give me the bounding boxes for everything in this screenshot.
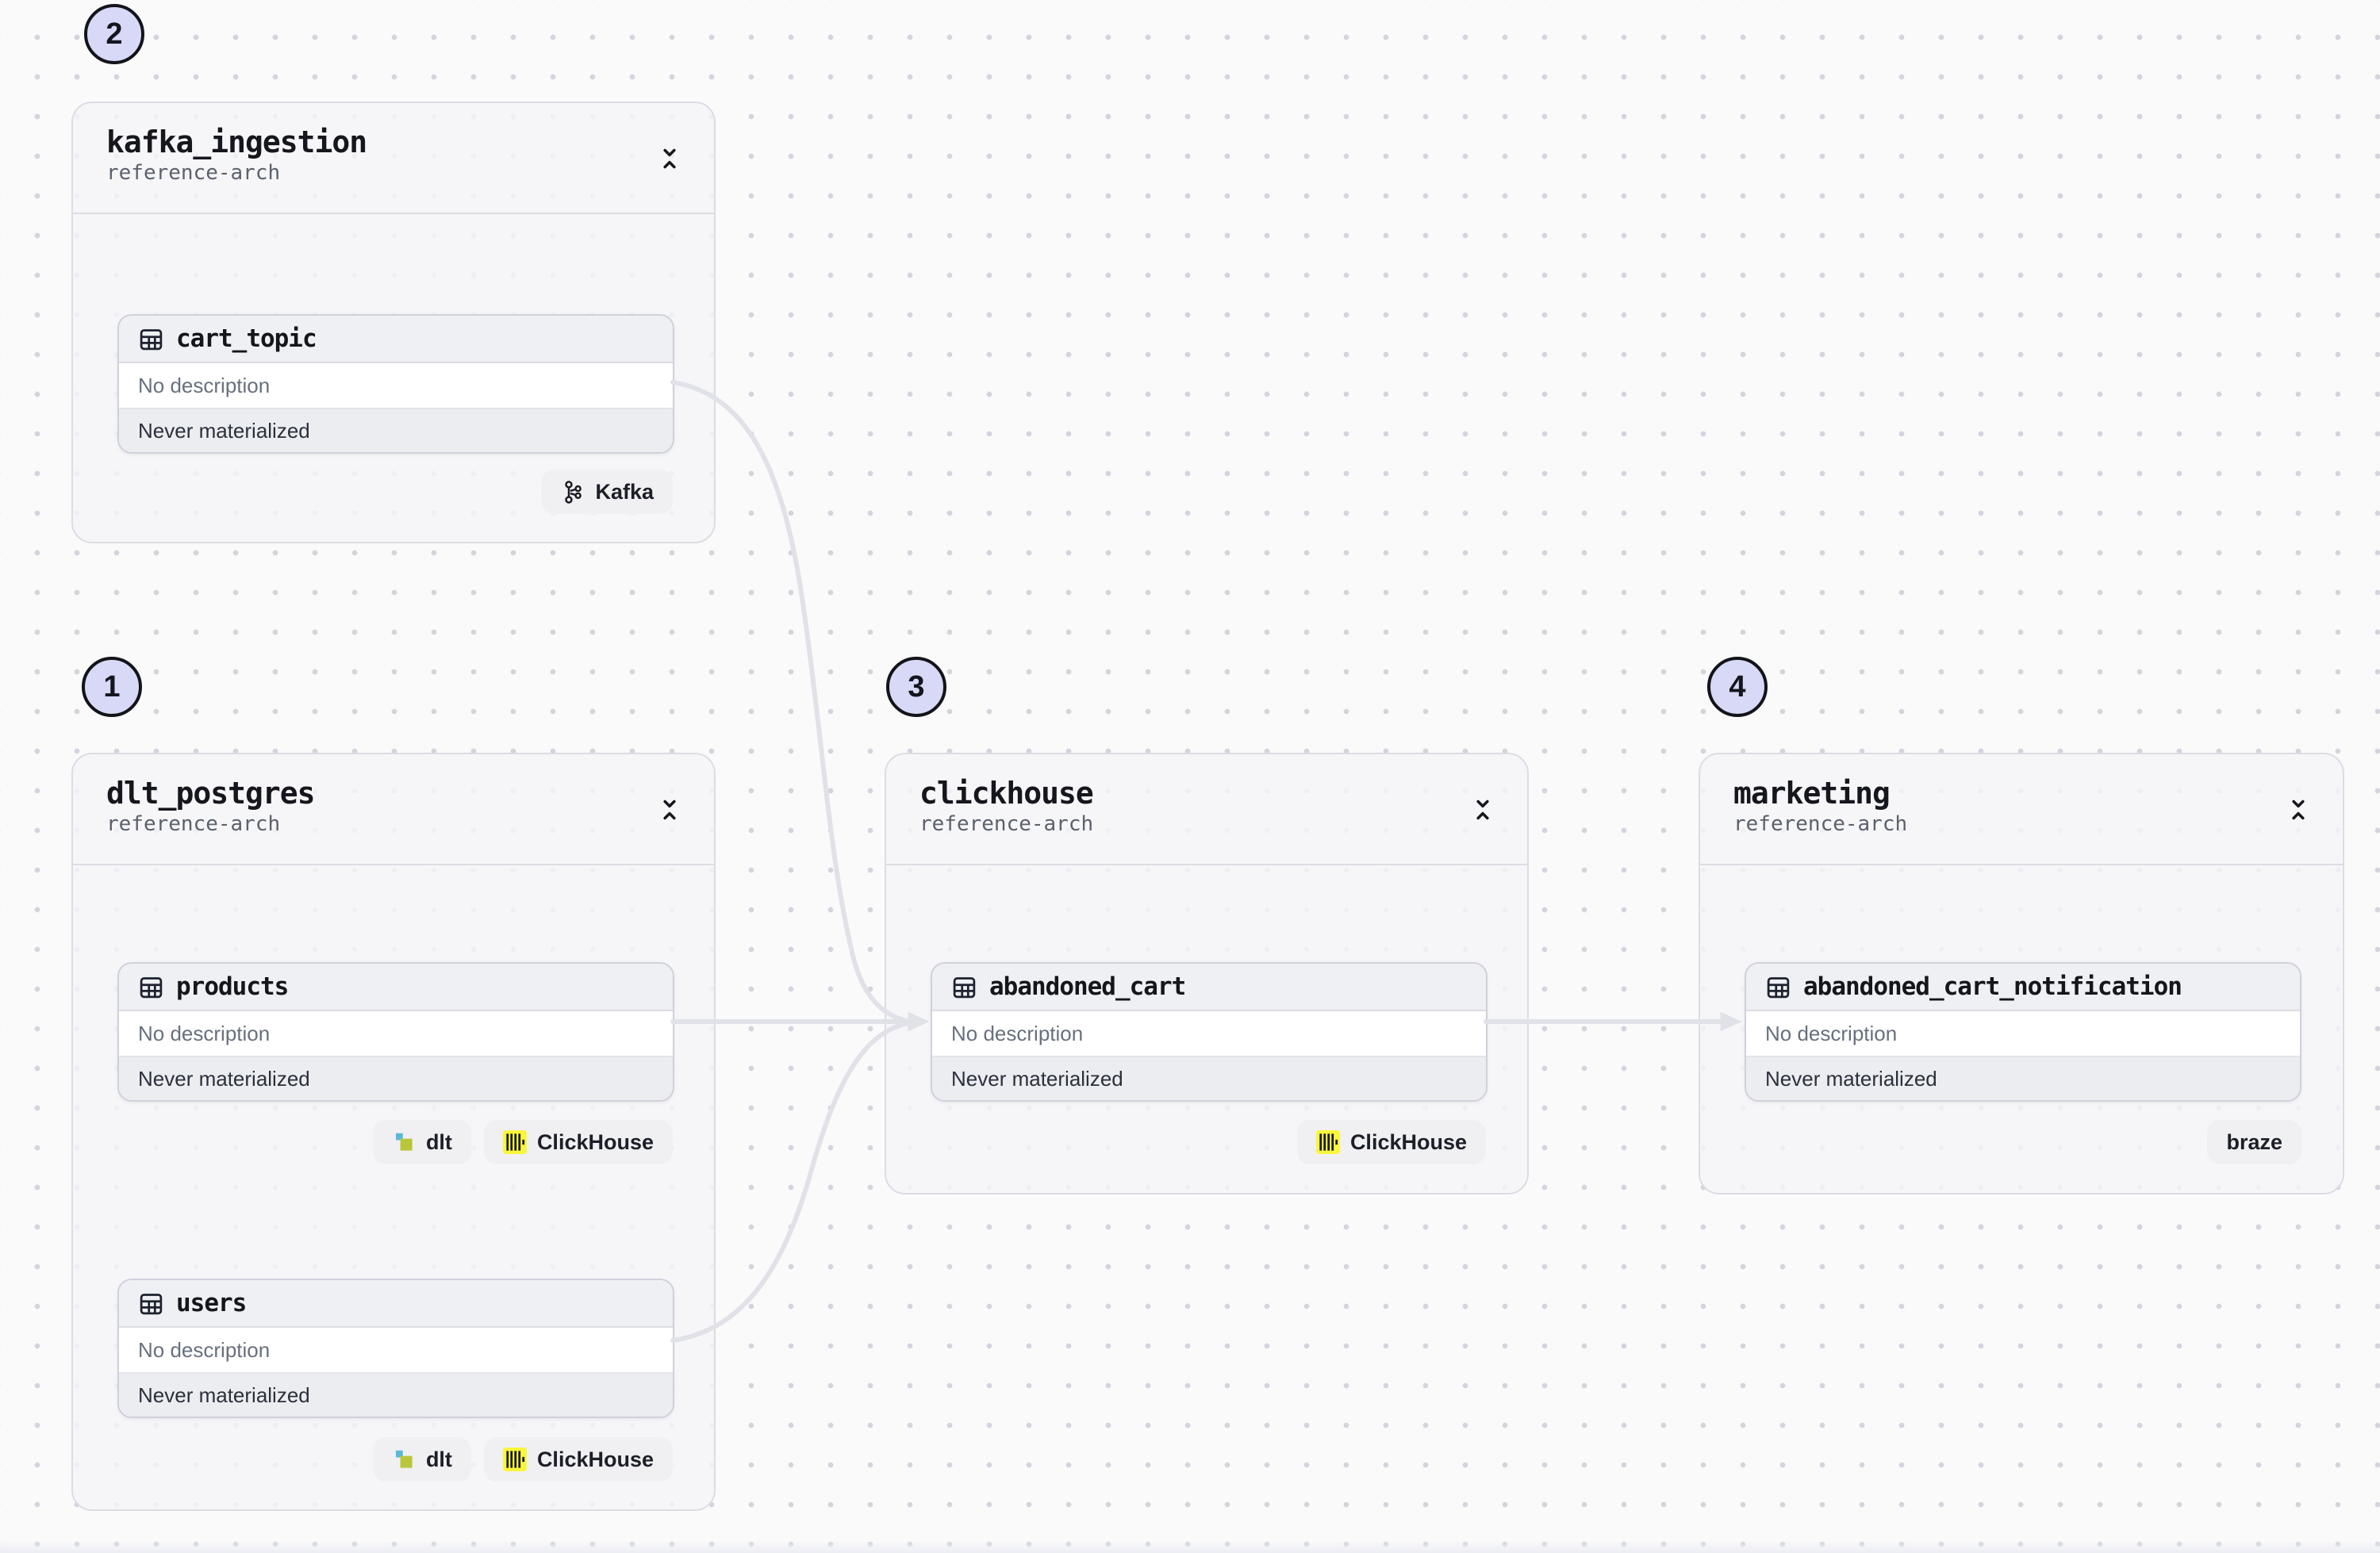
tag-dlt: dlt — [372, 1120, 471, 1164]
tag-label: ClickHouse — [536, 1129, 654, 1154]
asset-name: abandoned_cart — [989, 972, 1186, 1001]
asset-name: products — [176, 972, 289, 1001]
asset-name: users — [176, 1289, 247, 1317]
clickhouse-icon — [502, 1130, 527, 1154]
asset-header: cart_topic — [119, 316, 673, 363]
tag-braze: braze — [2207, 1120, 2301, 1164]
group-dlt-postgres: dlt_postgres reference-arch products No … — [71, 753, 716, 1511]
collapse-group-button[interactable] — [652, 138, 687, 179]
group-marketing: marketing reference-arch abandoned_cart_… — [1699, 753, 2344, 1194]
group-title: clickhouse — [919, 776, 1094, 811]
canvas-bottom-edge — [0, 1540, 2380, 1553]
kafka-icon — [560, 480, 585, 504]
group-title: kafka_ingestion — [106, 125, 367, 159]
tag-clickhouse: ClickHouse — [483, 1120, 673, 1164]
table-icon — [138, 974, 164, 1000]
dlt-icon — [392, 1130, 416, 1154]
dlt-icon — [392, 1448, 416, 1471]
group-header-dlt-postgres: dlt_postgres reference-arch — [73, 754, 714, 865]
group-subtitle: reference-arch — [106, 161, 281, 185]
asset-node-abandoned-cart-notification[interactable]: abandoned_cart_notification No descripti… — [1745, 962, 2301, 1102]
tag-label: dlt — [425, 1129, 452, 1154]
asset-description: No description — [119, 363, 673, 409]
asset-description: No description — [119, 1328, 673, 1374]
asset-tag-row: ClickHouse — [1296, 1120, 1486, 1164]
asset-node-cart-topic[interactable]: cart_topic No description Never material… — [117, 314, 674, 454]
asset-status: Never materialized — [932, 1057, 1486, 1100]
collapse-vertical-icon — [658, 145, 681, 172]
group-subtitle: reference-arch — [1733, 812, 1908, 836]
asset-node-abandoned-cart[interactable]: abandoned_cart No description Never mate… — [931, 962, 1488, 1102]
group-order-badge-3: 3 — [886, 657, 946, 717]
asset-header: products — [119, 964, 673, 1011]
asset-node-users[interactable]: users No description Never materialized — [117, 1279, 674, 1418]
group-clickhouse: clickhouse reference-arch abandoned_cart… — [885, 753, 1529, 1194]
group-subtitle: reference-arch — [919, 812, 1094, 836]
tag-label: Kafka — [595, 479, 654, 504]
clickhouse-icon — [502, 1448, 527, 1471]
asset-header: abandoned_cart_notification — [1746, 964, 2300, 1011]
tag-label: braze — [2226, 1129, 2282, 1154]
asset-status: Never materialized — [119, 409, 673, 452]
group-header-clickhouse: clickhouse reference-arch — [886, 754, 1527, 865]
table-icon — [138, 326, 164, 352]
asset-description: No description — [932, 1011, 1486, 1057]
asset-description: No description — [1746, 1011, 2300, 1057]
tag-clickhouse: ClickHouse — [1296, 1120, 1486, 1164]
group-order-badge-2: 2 — [84, 4, 144, 64]
tag-kafka: Kafka — [541, 470, 673, 514]
group-title: marketing — [1733, 776, 1891, 811]
asset-status: Never materialized — [119, 1057, 673, 1100]
group-header-marketing: marketing reference-arch — [1700, 754, 2343, 865]
asset-status: Never materialized — [1746, 1057, 2300, 1100]
asset-tag-row: dlt ClickHouse — [372, 1437, 673, 1482]
group-kafka-ingestion: kafka_ingestion reference-arch cart_topi… — [71, 102, 716, 543]
asset-header: abandoned_cart — [932, 964, 1486, 1011]
collapse-group-button[interactable] — [1465, 789, 1500, 830]
collapse-vertical-icon — [2287, 796, 2309, 823]
asset-name: cart_topic — [176, 324, 317, 353]
tag-dlt: dlt — [372, 1437, 471, 1482]
group-order-badge-1: 1 — [82, 657, 142, 717]
group-title: dlt_postgres — [106, 776, 316, 811]
group-subtitle: reference-arch — [106, 812, 281, 836]
asset-name: abandoned_cart_notification — [1803, 972, 2182, 1001]
clickhouse-icon — [1315, 1130, 1340, 1154]
collapse-group-button[interactable] — [2281, 789, 2316, 830]
asset-status: Never materialized — [119, 1374, 673, 1417]
asset-header: users — [119, 1280, 673, 1328]
asset-tag-row: braze — [2207, 1120, 2301, 1164]
table-icon — [1765, 974, 1791, 1000]
collapse-vertical-icon — [1472, 796, 1494, 823]
asset-node-products[interactable]: products No description Never materializ… — [117, 962, 674, 1102]
group-header-kafka-ingestion: kafka_ingestion reference-arch — [73, 103, 714, 214]
tag-label: dlt — [425, 1447, 452, 1471]
collapse-group-button[interactable] — [652, 789, 687, 830]
tag-label: ClickHouse — [536, 1447, 654, 1471]
tag-clickhouse: ClickHouse — [483, 1437, 673, 1482]
tag-label: ClickHouse — [1349, 1129, 1467, 1154]
group-order-badge-4: 4 — [1707, 657, 1768, 717]
asset-tag-row: Kafka — [541, 470, 673, 514]
table-icon — [138, 1290, 164, 1317]
asset-description: No description — [119, 1011, 673, 1057]
asset-tag-row: dlt ClickHouse — [372, 1120, 673, 1164]
table-icon — [951, 974, 977, 1000]
collapse-vertical-icon — [658, 796, 681, 823]
